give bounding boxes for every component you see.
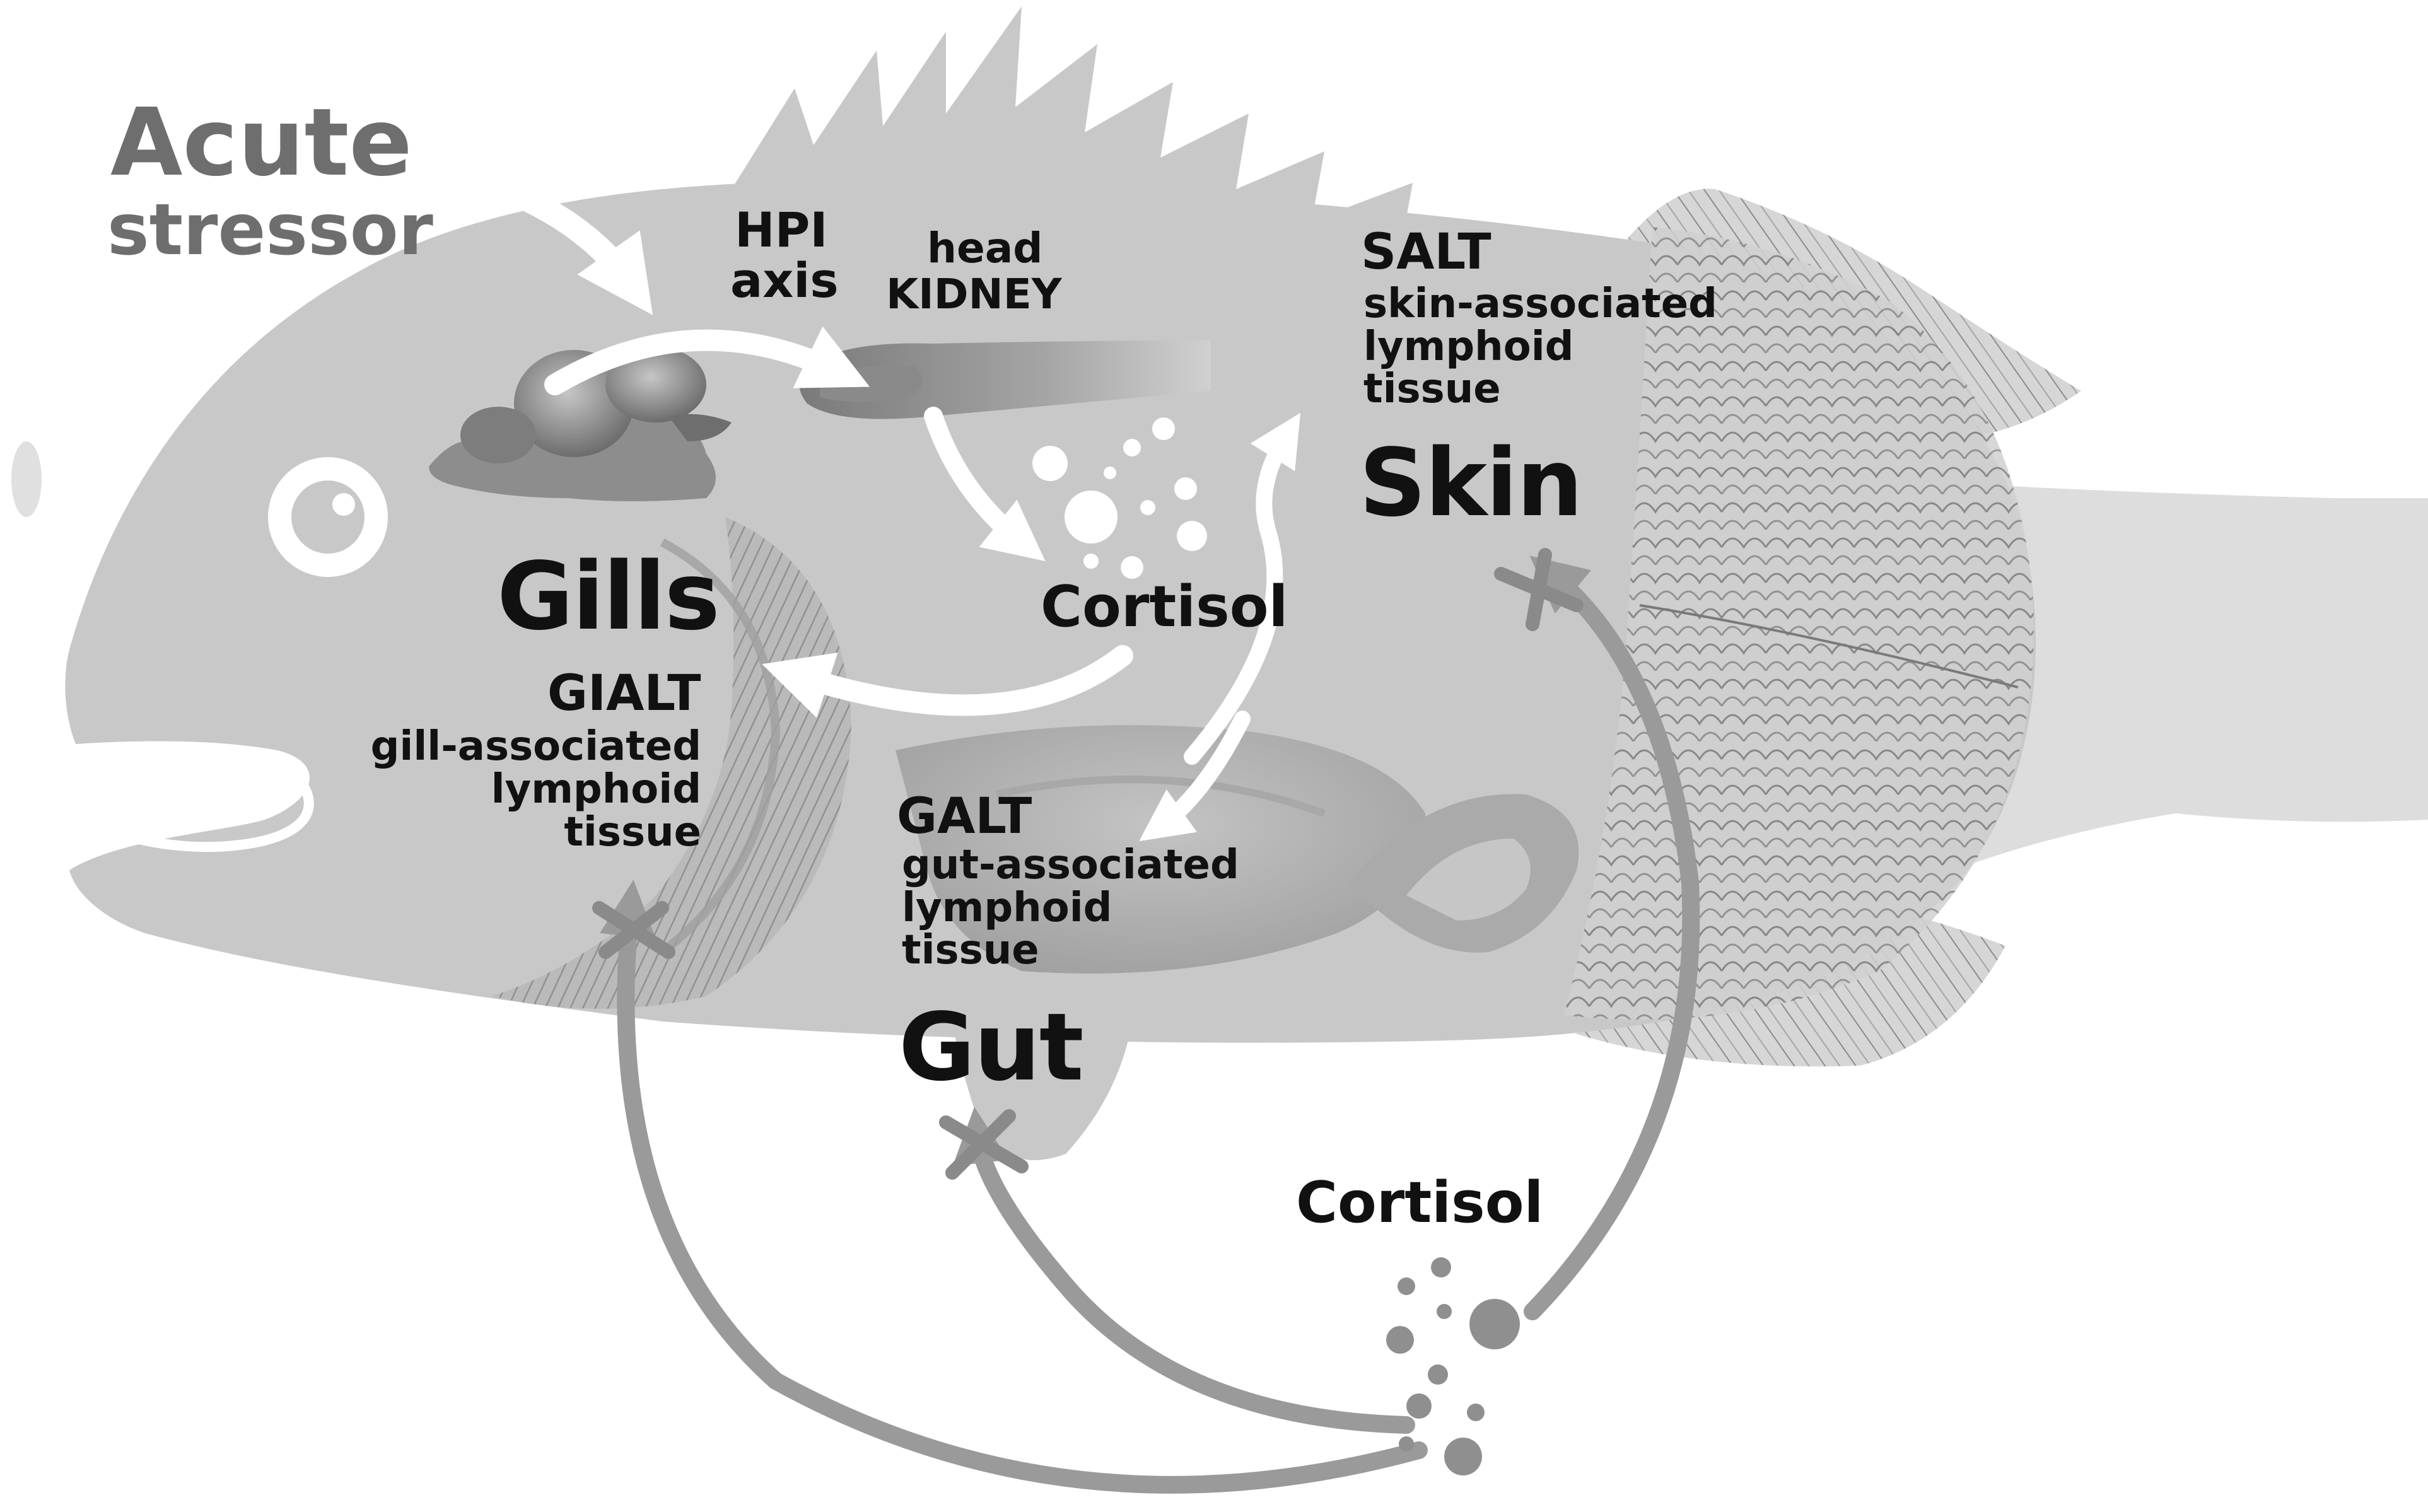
head-label: head	[927, 224, 1043, 272]
stressor-label: stressor	[107, 189, 433, 271]
inhibition-mark-skin-icon	[1494, 548, 1584, 631]
arrow-cortisol-to-gut-inhibited	[952, 1107, 1415, 1434]
arrow-kidney-to-cortisol	[924, 407, 1046, 561]
fish-mouth	[96, 746, 314, 852]
arrow-gut-skin-bidirectional	[1184, 412, 1301, 765]
hpi-label: HPI	[735, 202, 828, 258]
cortisol-dots-bottom-icon	[1386, 1257, 1520, 1475]
gut-icon	[896, 725, 1579, 974]
salt-desc-line-2: lymphoid	[1363, 323, 1574, 370]
edge-fleck	[11, 441, 42, 517]
cortisol-dots-top-icon	[1032, 417, 1207, 579]
arrow-cortisol-to-gills-inhibited	[599, 880, 1428, 1494]
salt-desc-line-3: tissue	[1363, 366, 1501, 412]
salt-label: SALT	[1361, 224, 1491, 281]
gut-label: Gut	[899, 993, 1084, 1102]
gialt-desc-line-3: tissue	[564, 809, 701, 856]
arrow-stressor-to-brain	[341, 142, 653, 315]
galt-desc-line-1: gut-associated	[902, 842, 1239, 888]
kidney-label: KIDNEY	[886, 270, 1062, 318]
skin-label: Skin	[1359, 429, 1583, 537]
cortisol-bottom-label: Cortisol	[1296, 1170, 1544, 1236]
hpi-axis-label: axis	[730, 252, 839, 308]
galt-desc-line-2: lymphoid	[902, 885, 1112, 931]
acute-stressor-label: Acute	[110, 88, 412, 197]
inhibition-mark-gills-icon	[592, 901, 675, 959]
gialt-label: GIALT	[547, 665, 701, 722]
gialt-desc-line-2: lymphoid	[491, 766, 701, 813]
arrow-cortisol-to-gills	[762, 645, 1133, 718]
arrow-cortisol-to-skin-inhibited	[1524, 555, 1700, 1320]
cortisol-top-label: Cortisol	[1041, 574, 1288, 640]
brain-icon	[429, 347, 732, 501]
inhibition-mark-gut-icon	[939, 1109, 1029, 1180]
galt-label: GALT	[897, 788, 1032, 845]
galt-desc-line-3: tissue	[902, 927, 1039, 974]
gills-label: Gills	[497, 542, 720, 651]
gialt-desc-line-1: gill-associated	[370, 723, 701, 770]
arrow-brain-to-kidney	[544, 326, 870, 395]
salt-desc-line-1: skin-associated	[1363, 281, 1717, 327]
gills-icon	[492, 517, 851, 1009]
eye-icon	[268, 457, 388, 577]
lateral-line	[1639, 604, 2019, 689]
arrow-skin-to-gut	[1139, 711, 1251, 842]
